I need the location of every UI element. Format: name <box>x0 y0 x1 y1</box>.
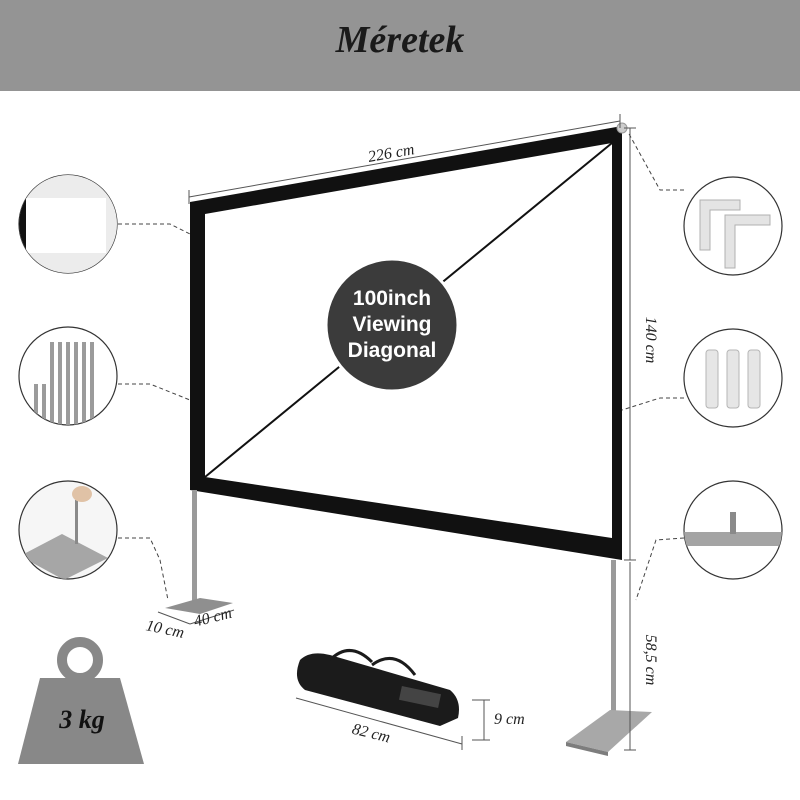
left-leg <box>192 490 197 602</box>
header-bar: Méretek <box>0 0 800 91</box>
bag-length-label: 82 cm <box>350 721 392 747</box>
left-base <box>165 598 233 614</box>
corner-elbow-detail <box>683 176 783 276</box>
leg-height-label: 58,5 cm <box>642 635 659 686</box>
base-pin-detail <box>18 480 118 580</box>
svg-text:100inch: 100inch <box>353 287 431 310</box>
weight-label: 3 kg <box>58 705 105 734</box>
svg-text:Diagonal: Diagonal <box>348 339 437 362</box>
weight-icon: 3 kg <box>18 637 144 764</box>
height-label: 140 cm <box>642 317 659 364</box>
carry-bag: 82 cm 9 cm <box>295 649 525 750</box>
base-plate-detail <box>683 480 783 580</box>
leader-lines <box>118 131 685 601</box>
bag-height-label: 9 cm <box>494 711 525 728</box>
leg-height-dimension: 58,5 cm <box>624 562 659 751</box>
screen-corner-detail <box>18 174 118 274</box>
base-width-label: 10 cm <box>144 617 185 642</box>
width-label: 226 cm <box>367 141 416 166</box>
height-dimension: 140 cm <box>624 127 659 561</box>
rods-detail <box>18 326 118 426</box>
svg-text:Viewing: Viewing <box>353 313 432 336</box>
page-title: Méretek <box>335 19 465 61</box>
diagonal-badge: 100inch Viewing Diagonal <box>324 257 460 393</box>
right-leg <box>611 560 616 715</box>
connector-tubes-detail <box>683 328 783 428</box>
